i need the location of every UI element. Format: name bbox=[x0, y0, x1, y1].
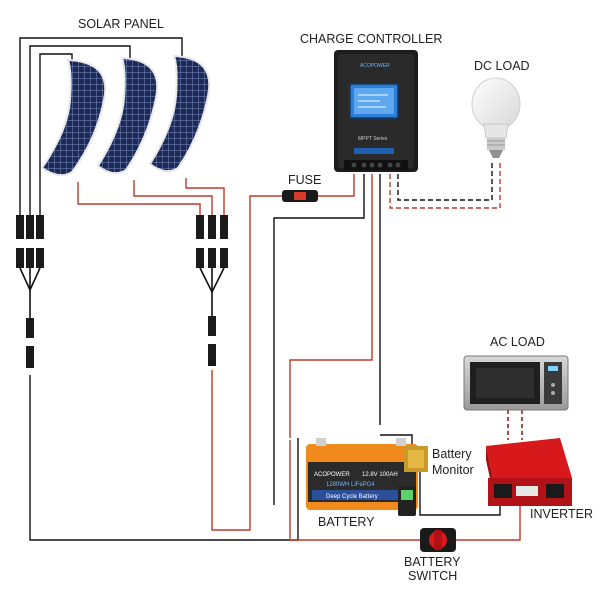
dc-load-pos-wire bbox=[389, 160, 501, 209]
battery-monitor-icon bbox=[398, 446, 428, 516]
controller-model: MPPT Series bbox=[358, 136, 388, 142]
battery-monitor-label-2: Monitor bbox=[432, 463, 474, 477]
ac-load-label: AC LOAD bbox=[490, 335, 545, 349]
panel-wire-pos-3 bbox=[185, 178, 225, 215]
fuse-label: FUSE bbox=[288, 173, 321, 187]
battery-spec: 12.8V 100AH bbox=[362, 472, 398, 478]
switch-to-inverter-wire bbox=[456, 505, 521, 541]
solar-panel-icon bbox=[40, 54, 211, 177]
wires bbox=[19, 37, 523, 541]
panel-wire-neg-3 bbox=[39, 53, 73, 215]
bat-pos-wire bbox=[289, 174, 373, 438]
solar-panel-label: SOLAR PANEL bbox=[78, 17, 164, 31]
panel-wire-neg-1 bbox=[19, 37, 183, 215]
dc-load-neg-wire bbox=[397, 160, 493, 201]
controller-brand: ACOPOWER bbox=[360, 63, 390, 69]
microwave-icon bbox=[463, 355, 569, 411]
battery-chem: 1280WH LiFePO4 bbox=[326, 482, 375, 488]
battery-label: BATTERY bbox=[318, 515, 375, 529]
pv-neg-wire bbox=[273, 174, 365, 505]
battery-monitor-label-1: Battery bbox=[432, 447, 472, 461]
light-bulb-icon bbox=[471, 77, 521, 158]
shunt-to-inverter-wire bbox=[419, 465, 501, 516]
battery-brand: ACOPOWER bbox=[314, 472, 350, 478]
neg-main-wire bbox=[29, 375, 299, 541]
charge-controller-icon bbox=[334, 50, 418, 172]
battery-switch-label-1: BATTERY bbox=[404, 555, 461, 569]
panel-wire-pos-2 bbox=[133, 180, 213, 215]
panel-wire-neg-2 bbox=[29, 45, 131, 215]
mc4-branch-left bbox=[16, 215, 44, 368]
battery-switch-label-2: SWITCH bbox=[408, 569, 457, 583]
battery-type: Deep Cycle Battery bbox=[326, 494, 378, 500]
mc4-branch-right bbox=[196, 215, 228, 366]
bat-to-shunt-wire bbox=[380, 434, 413, 448]
panel-wire-pos-1 bbox=[77, 182, 201, 215]
charge-controller-label: CHARGE CONTROLLER bbox=[300, 32, 442, 46]
pos-main-wire bbox=[211, 195, 282, 531]
dc-load-label: DC LOAD bbox=[474, 59, 530, 73]
battery-switch-icon bbox=[420, 528, 456, 552]
inverter-icon bbox=[486, 438, 572, 506]
bat-to-switch-wire bbox=[289, 440, 420, 541]
fuse-icon bbox=[282, 190, 318, 202]
fuse-to-controller-wire bbox=[318, 174, 355, 197]
inverter-label: INVERTER bbox=[530, 507, 593, 521]
